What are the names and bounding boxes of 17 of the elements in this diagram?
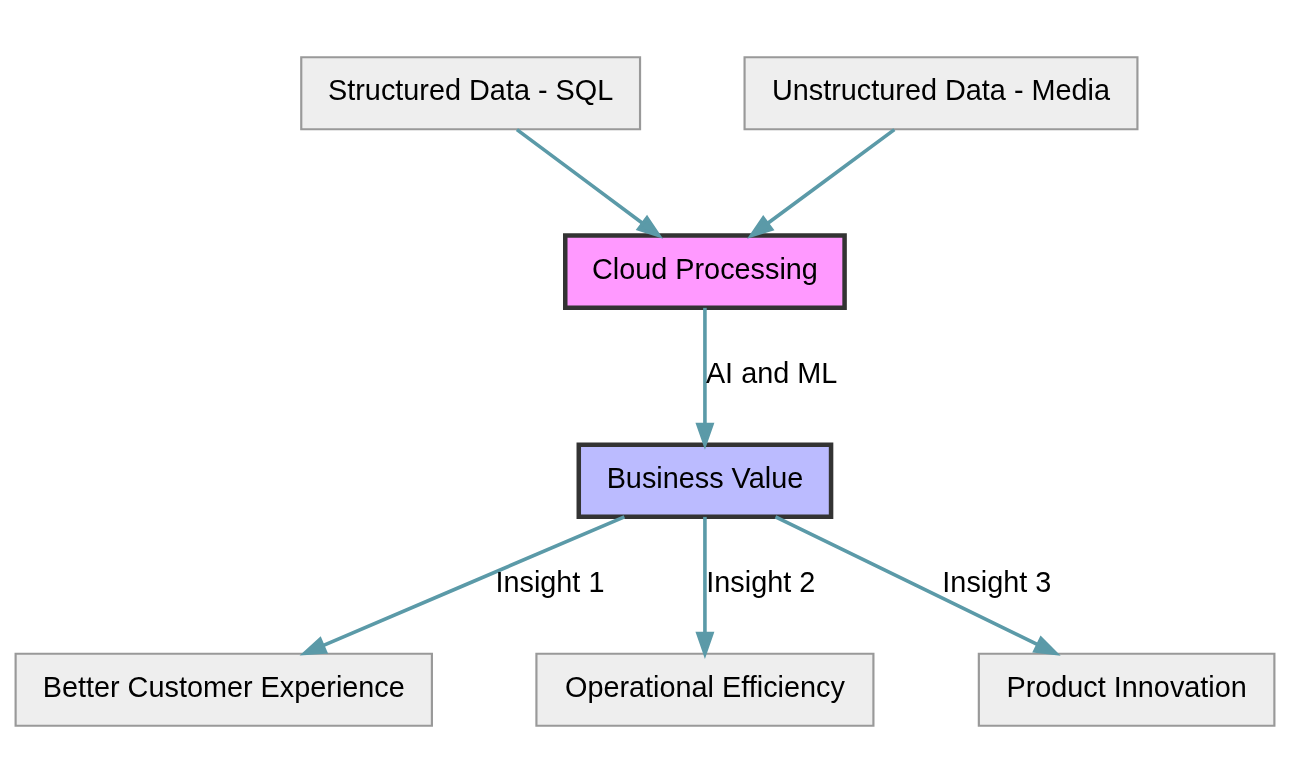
edge-label: AI and ML bbox=[705, 356, 838, 389]
arrow bbox=[695, 516, 715, 659]
node-box: Operational Efficiency bbox=[535, 652, 875, 727]
node-box: Cloud Processing bbox=[563, 232, 847, 310]
node-box: Product Innovation bbox=[977, 652, 1276, 727]
node-box: Unstructured Data - Media bbox=[743, 55, 1139, 130]
edge-label: Insight 1 bbox=[495, 565, 605, 598]
edge-label: Insight 3 bbox=[942, 565, 1052, 598]
arrow bbox=[695, 307, 715, 450]
node-box: Structured Data - SQL bbox=[300, 55, 642, 130]
node-box: Business Value bbox=[576, 441, 834, 519]
arrow bbox=[515, 127, 664, 239]
arrow bbox=[774, 514, 1061, 656]
arrow bbox=[299, 514, 626, 656]
arrow bbox=[747, 127, 896, 239]
node-box: Better Customer Experience bbox=[14, 652, 433, 727]
edge-label: Insight 2 bbox=[706, 565, 816, 598]
